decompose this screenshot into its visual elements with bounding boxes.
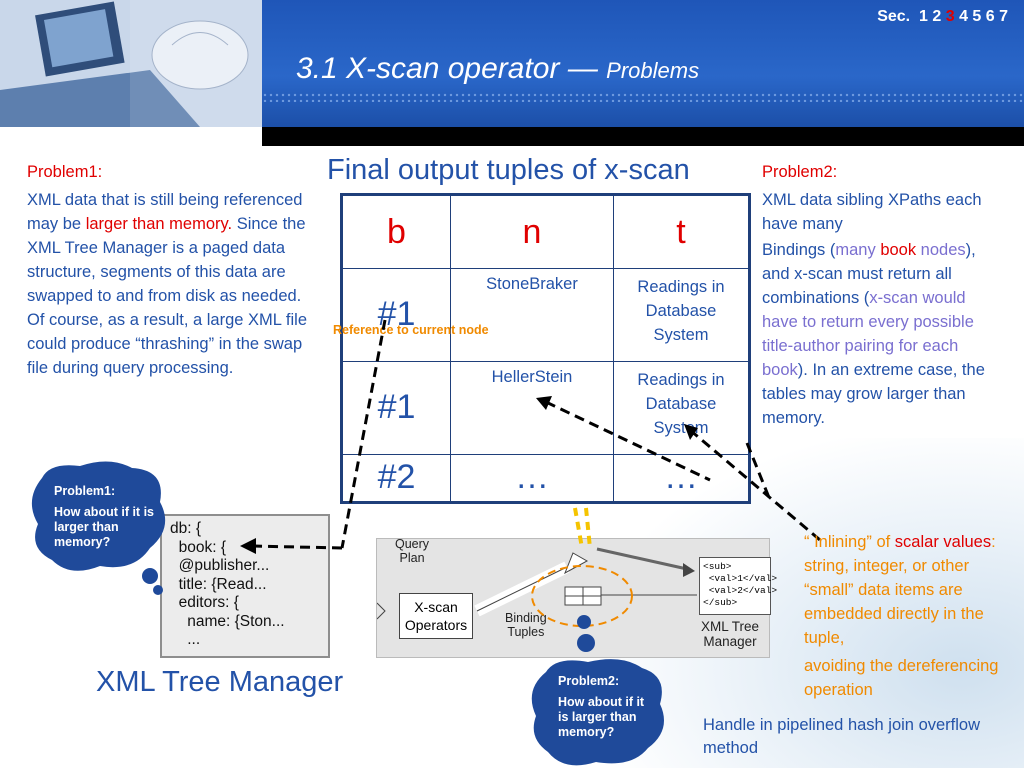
problem1-text: Problem1: XML data that is still being r…: [27, 163, 308, 377]
arrow-head: [684, 424, 698, 440]
arrow-head: [536, 396, 552, 410]
thought-bubble-1: [31, 461, 166, 595]
problem2-text: Problem2: XML data sibling XPaths each h…: [762, 163, 985, 427]
table-row: #2 … …: [341, 453, 750, 504]
xml-tree-manager-caption: XML Tree Manager: [96, 666, 344, 698]
cell-b: #1: [341, 360, 451, 455]
cell-n: HellerStein: [450, 360, 614, 455]
yellow-pointer: [573, 507, 584, 549]
section-nav-post[interactable]: 4 5 6 7: [959, 8, 1008, 25]
bubble1-text: Problem1: How about if it is larger than…: [54, 484, 154, 549]
dashed-pointer: [545, 400, 711, 482]
sub-xml-box: <sub> <val>1</val> <val>2</val> </sub>: [699, 557, 777, 615]
table-header-row: b n t: [341, 194, 750, 269]
xml-tree-manager-label: XML Tree Manager: [701, 619, 760, 649]
dashed-pointer: [745, 442, 772, 501]
xml-code-snippet: db: { book: { @publisher... title: {Read…: [160, 514, 330, 658]
dashed-pointer: [689, 428, 821, 542]
table-title: Final output tuples of x-scan: [327, 154, 690, 186]
laptop-mouse-image: [0, 0, 262, 127]
bubble2-text: Problem2: How about if it is larger than…: [558, 674, 645, 739]
header-photo: [0, 0, 262, 127]
xscan-operators-box: X-scan Operators: [399, 593, 473, 639]
yellow-pointer: [584, 507, 592, 549]
section-nav-current[interactable]: 3: [945, 8, 955, 25]
cell-n: StoneBraker: [450, 268, 614, 362]
handle-text: Handle in pipelined hash join overflow m…: [703, 716, 981, 757]
dashed-pointer: [251, 544, 343, 550]
diagram-arrows: [377, 547, 697, 627]
arrow-head: [240, 538, 256, 554]
header-black-bar: [262, 127, 1024, 146]
cell-n: …: [450, 453, 614, 504]
header-banner: 3.1 X-scan operator — Problems Sec. 1 2 …: [0, 0, 1024, 127]
architecture-diagram: Query Plan X-scan Operators Binding Tupl…: [376, 537, 777, 658]
dashed-pointer: [340, 319, 387, 549]
header-n: n: [450, 194, 614, 269]
section-nav-pre[interactable]: 1 2: [919, 8, 942, 25]
query-plan-label: Query Plan: [395, 537, 430, 565]
header-t: t: [613, 194, 750, 269]
slide-title: 3.1 X-scan operator — Problems: [296, 52, 700, 85]
binding-tuples-label: Binding Tuples: [505, 611, 547, 639]
reference-note: Reference to current node: [333, 323, 489, 337]
section-nav[interactable]: Sec. 1 2 3 4 5 6 7: [877, 8, 1008, 25]
thought-bubble-2: [531, 615, 664, 766]
header-dots: [262, 92, 1024, 102]
inlining-text: “ Inlining” of scalar values: string, in…: [804, 533, 999, 699]
